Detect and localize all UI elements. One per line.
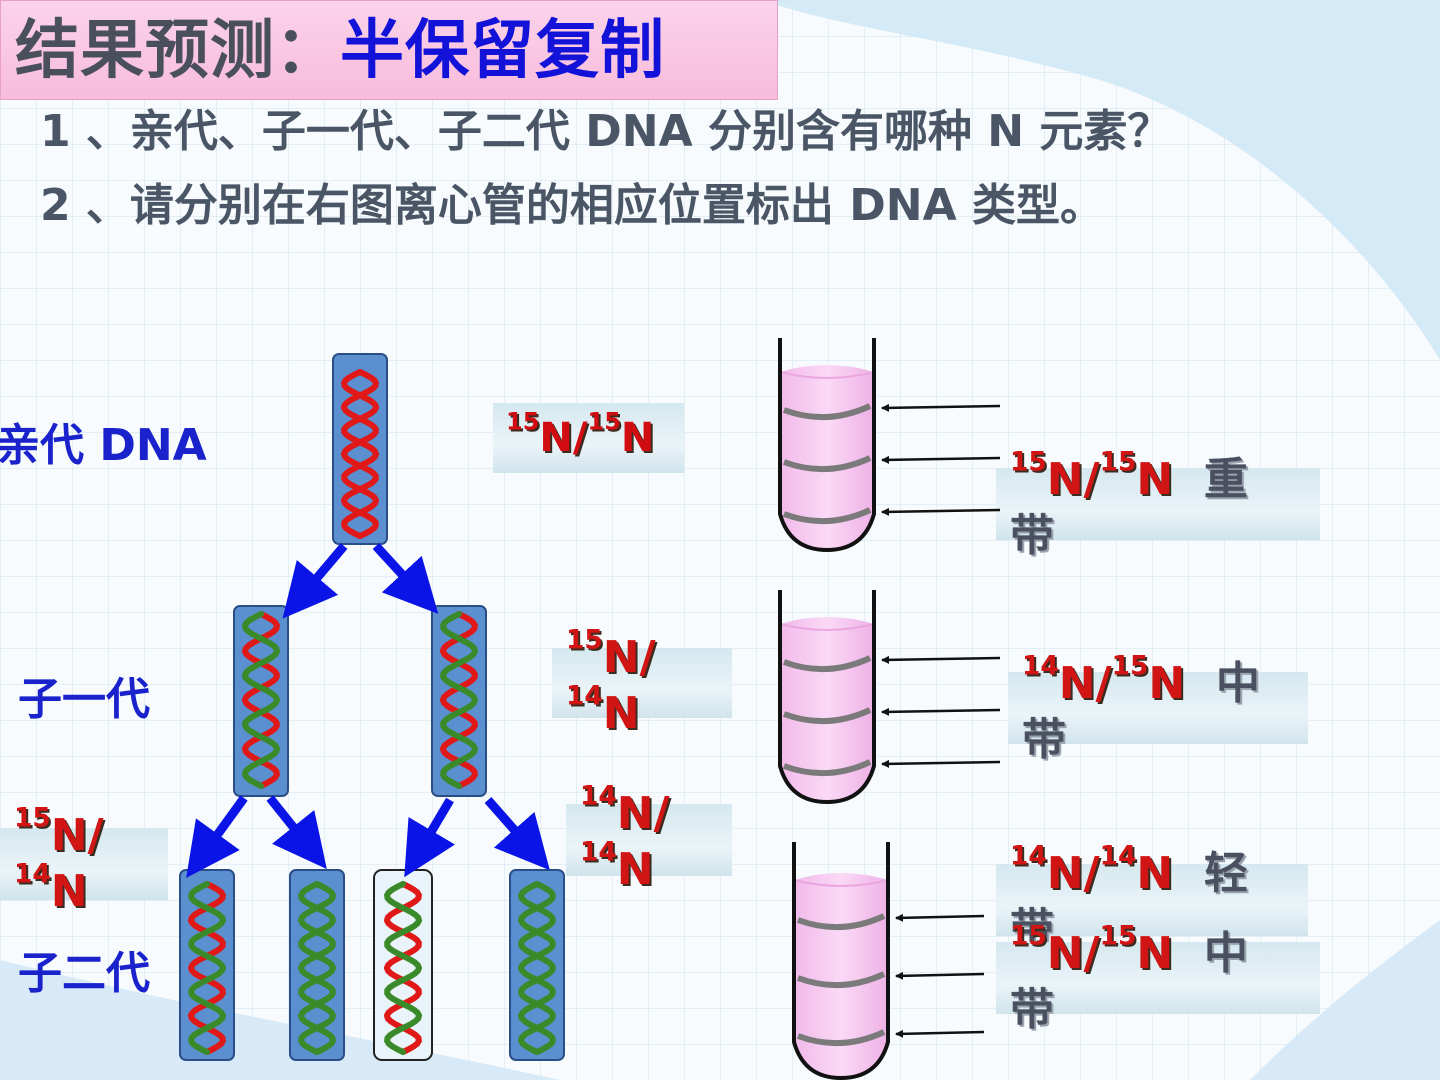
tube-2-pointer-1 [881, 655, 1001, 664]
strand-b-f2-2 [297, 881, 337, 1055]
tube-2-pointer-3 [881, 759, 1001, 768]
dna-rod-f2-3 [373, 869, 433, 1061]
tube-3-meniscus [793, 879, 889, 887]
tube-1-band-3 [782, 507, 872, 525]
tube-3-pointer-2 [895, 971, 985, 980]
replication-arrows [186, 542, 550, 878]
isotope-label-f1: 15N/ 14N [566, 624, 656, 739]
tube-1-glass [778, 338, 876, 553]
tube-2-band-2 [782, 707, 872, 725]
tube-label-middle: 14N/15N 中带 [1022, 650, 1260, 765]
strand-b-parent [340, 369, 380, 539]
arrow-parent-left [282, 543, 348, 619]
arrow-f1r-right [484, 797, 550, 871]
label-first-generation: 子一代 [18, 674, 150, 725]
isotope-label-f2-light: 14N/ 14N [580, 780, 670, 895]
tube-1-pointer-2 [881, 455, 1001, 464]
tube-2-band-3 [782, 759, 872, 777]
tube-label-box-middle [1008, 672, 1308, 744]
tube-label-box-heavy [996, 468, 1320, 540]
label-box-f2-light [566, 804, 732, 876]
tube-3-glass [792, 842, 890, 1080]
tube-label-heavy: 15N/15N 重带 [1010, 446, 1248, 561]
dna-rod-f2-2 [289, 869, 345, 1061]
isotope-label-f2-hybrid: 15N/ 14N [14, 802, 104, 917]
tube-1-band-1 [782, 403, 872, 421]
title-emphasis: 半保留复制 [340, 14, 665, 88]
label-second-generation: 子二代 [18, 948, 150, 999]
tube-1-band-2 [782, 455, 872, 473]
strand-b-f2-1 [187, 881, 227, 1055]
tube-3-band-3 [796, 1029, 886, 1047]
label-box-f1 [552, 648, 732, 718]
dna-rod-f2-4 [509, 869, 565, 1061]
dna-rod-f1-left [233, 605, 289, 797]
label-box-f2-hybrid [0, 828, 168, 900]
strand-b-f2-3 [383, 881, 423, 1055]
tube-1-pointer-1 [881, 403, 1001, 412]
dna-rod-f2-1 [179, 869, 235, 1061]
tube-label-box-light [996, 864, 1308, 936]
tube-2-band-1 [782, 655, 872, 673]
strand-a-f1-left [241, 611, 281, 789]
tube-label-box-middle-2 [996, 942, 1320, 1014]
tube-1-pointer-3 [881, 507, 1001, 516]
strand-a-f1-right [439, 611, 479, 789]
isotope-label-parent: 15N/15N [506, 407, 655, 461]
tube-2-meniscus [779, 623, 875, 631]
strand-a-f2-4 [517, 881, 557, 1055]
tube-1-meniscus [779, 371, 875, 379]
tube-3-pointer-1 [895, 913, 985, 922]
label-parent-dna: 亲代 DNA [0, 420, 207, 471]
arrow-f1r-left [404, 797, 455, 878]
strand-a-f2-3 [383, 881, 423, 1055]
tube-3-band-2 [796, 971, 886, 989]
tube-label-middle-2: 15N/15N 中带 [1010, 920, 1248, 1035]
strand-a-parent [340, 369, 380, 539]
title-banner: 结果预测：半保留复制 [0, 0, 778, 100]
strand-a-f2-2 [297, 881, 337, 1055]
dna-rod-f1-right [431, 605, 487, 797]
strand-b-f2-4 [517, 881, 557, 1055]
tube-3-band-1 [796, 913, 886, 931]
strand-a-f2-1 [187, 881, 227, 1055]
page-title: 结果预测：半保留复制 [15, 11, 665, 91]
strand-b-f1-right [439, 611, 479, 789]
strand-b-f1-left [241, 611, 281, 789]
tube-label-light: 14N/14N 轻带 [1010, 840, 1248, 955]
arrow-f1l-right [266, 795, 327, 870]
question-1: 1 、亲代、子一代、子二代 DNA 分别含有哪种 N 元素？ [40, 106, 1172, 157]
question-2: 2 、请分别在右图离心管的相应位置标出 DNA 类型。 [40, 180, 1104, 231]
centrifuge-tubes [778, 338, 1001, 1080]
tube-2-pointer-2 [881, 707, 1001, 716]
tube-3-pointer-3 [895, 1029, 985, 1038]
arrow-parent-right [372, 542, 439, 614]
title-prefix: 结果预测： [15, 14, 340, 88]
dna-strands [187, 369, 557, 1055]
tube-2-glass [778, 590, 876, 805]
label-box-parent [493, 403, 684, 473]
arrow-f1l-left [186, 795, 248, 878]
